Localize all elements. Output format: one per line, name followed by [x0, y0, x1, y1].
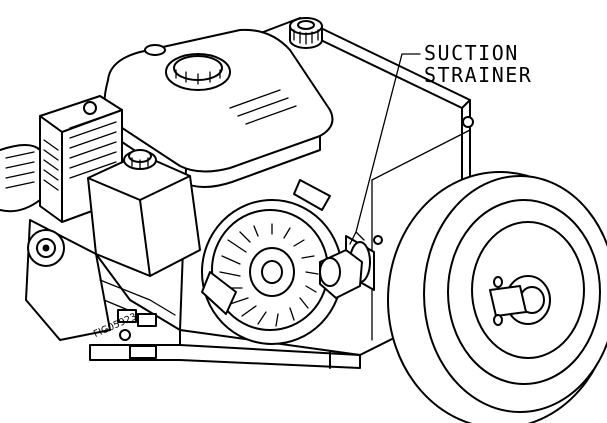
- callout-line-1: SUCTION: [424, 41, 519, 65]
- frame-base: [89, 344, 361, 369]
- starter-handle: [201, 271, 237, 315]
- recoil-starter: [201, 179, 343, 345]
- callout-label: SUCTION STRAINER: [424, 42, 532, 86]
- housing-bolt: [462, 116, 474, 128]
- housing-fill-cap: [289, 17, 323, 49]
- wheel: [387, 171, 607, 423]
- housing-bolt: [373, 235, 383, 245]
- suction-strainer: [319, 231, 375, 299]
- callout-leader-line: [355, 53, 421, 233]
- engine-crankcase: [25, 219, 181, 346]
- callout-line-2: STRAINER: [424, 63, 533, 87]
